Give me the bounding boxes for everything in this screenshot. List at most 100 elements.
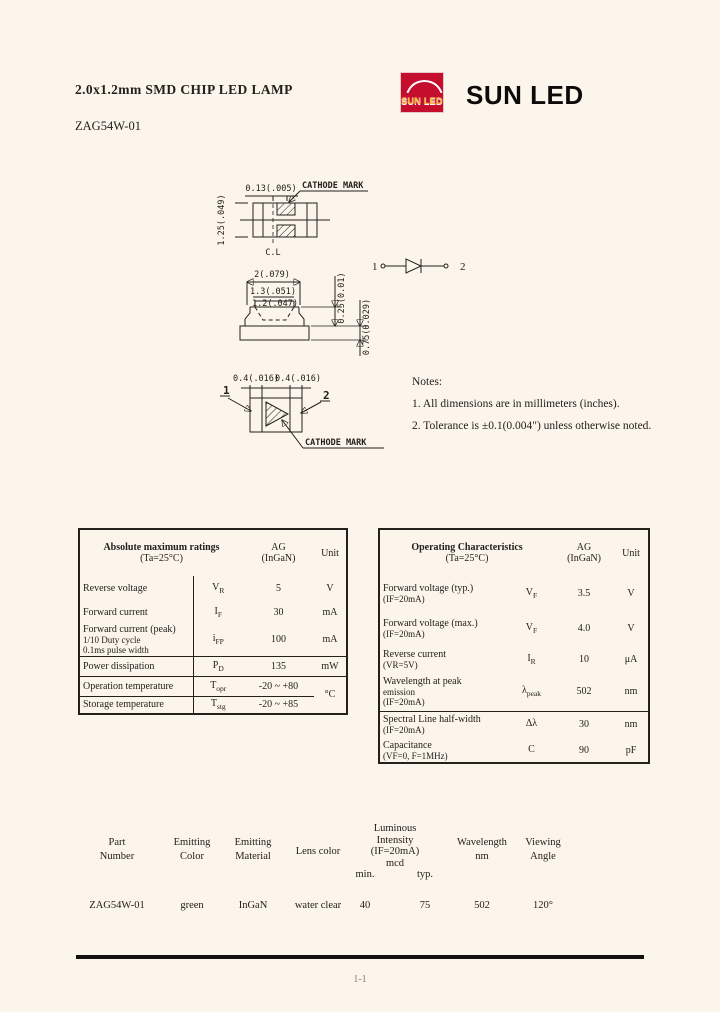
abs-max-table: Absolute maximum ratings (Ta=25°C) AG (I… (78, 528, 348, 715)
value: 502 (576, 686, 592, 698)
abs-table-condition: (Ta=25°C) (140, 553, 183, 564)
abs-unit-header: Unit (321, 547, 339, 559)
param-label: Forward current (83, 606, 148, 618)
param-condition: (IF=20mA) (383, 697, 425, 708)
selection-header-material: Emitting Material (234, 837, 272, 862)
selection-header-luminous: Luminous Intensity (IF=20mA) mcd (370, 823, 420, 869)
symbol: Δλ (525, 718, 538, 730)
op-header-row: Operating Characteristics (Ta=25°C) AG (… (379, 529, 649, 576)
symbol: V (525, 622, 534, 633)
footer-rule (76, 955, 644, 959)
symbol: C (528, 743, 535, 755)
param-label: Capacitance (383, 739, 432, 751)
param-label: Wavelength at peak (383, 676, 462, 688)
selection-value-iv-typ: 75 (419, 900, 431, 911)
param-condition: (VR=5V) (383, 660, 418, 670)
symbol: V (525, 587, 534, 598)
value: 3.5 (577, 588, 591, 599)
note-line: 1. All dimensions are in millimeters (in… (412, 398, 620, 410)
param-label: Storage temperature (83, 699, 164, 711)
table-row: Forward current IF 30 mA (79, 601, 347, 623)
selection-value-angle: 120° (533, 900, 553, 911)
dim-label-mid-width: 1.3(.051) (250, 287, 296, 297)
param-condition: emission (383, 687, 416, 698)
unit: pF (625, 744, 637, 756)
side-view-drawing: 2(.079) 1.3(.051) 1.2(.047) 0.25(0.01) 0… (239, 270, 372, 356)
param-label: Reverse voltage (83, 583, 148, 594)
table-row: Wavelength at peak emission (IF=20mA) λp… (379, 673, 649, 711)
param-condition: (IF=20mA) (383, 629, 425, 639)
op-unit-header: Unit (622, 547, 640, 559)
notes-heading: Notes: (412, 376, 443, 388)
param-label: Spectral Line half-width (383, 714, 481, 726)
unit: mW (314, 655, 347, 676)
selection-header-lens: Lens color (295, 846, 341, 857)
dim-label-outer-width: 2(.079) (254, 270, 290, 280)
op-table-title: Operating Characteristics (411, 542, 523, 553)
param-label: Forward voltage (max.) (383, 618, 478, 629)
value: 4.0 (577, 623, 591, 634)
cathode-mark-label: CATHODE MARK (302, 181, 364, 191)
sunled-logo-icon: SUN LED (400, 72, 444, 113)
selection-header-min: min. (355, 869, 375, 880)
table-row: Power dissipation PD 135 mW (79, 655, 347, 676)
symbol: I (527, 653, 531, 664)
logo-badge-text: SUN LED (401, 96, 443, 106)
op-grade-header: AG (576, 542, 592, 553)
selection-header-color: Emitting Color (173, 837, 211, 862)
page-title: 2.0x1.2mm SMD CHIP LED LAMP (75, 82, 293, 97)
selection-value-lens: water clear (294, 900, 342, 911)
selection-header-wavelength: Wavelength nm (457, 837, 507, 862)
symbol: T (210, 698, 217, 710)
notes: Notes: 1. All dimensions are in millimet… (412, 376, 704, 442)
top-view-drawing: 0.13(.005) CATHODE MARK C.L 1.25(.049) (217, 181, 368, 258)
selection-header-part: Part Number (99, 837, 135, 862)
operating-table: Operating Characteristics (Ta=25°C) AG (… (378, 528, 650, 764)
op-grade-sub: (InGaN) (567, 553, 601, 564)
selection-value-part: ZAG54W-01 (89, 900, 145, 911)
unit: μA (624, 654, 638, 665)
circuit-pin1-label: 1 (372, 261, 378, 273)
unit: °C (314, 675, 347, 714)
param-condition: 0.1ms pulse width (83, 644, 149, 655)
table-row: Forward voltage (typ.) (IF=20mA) VF 3.5 … (379, 576, 649, 611)
selection-value-wavelength: 502 (474, 900, 490, 911)
symbol: T (210, 679, 217, 691)
param-condition: (IF=20mA) (383, 594, 425, 604)
brand-name: SUN LED (466, 80, 584, 110)
table-row: Forward current (peak) 1/10 Duty cycle 0… (79, 623, 347, 656)
selection-header-angle: Viewing Angle (525, 837, 561, 862)
table-row: Capacitance (VF=0, F=1MHz) C 90 pF (379, 738, 649, 763)
symbol: i (212, 632, 216, 644)
dim-label-top-gap: 0.13(.005) (245, 184, 296, 194)
symbol: λ (521, 685, 527, 697)
table-row: Reverse voltage VR 5 V (79, 576, 347, 601)
centerline-label: C.L (265, 248, 280, 258)
symbol: I (214, 605, 218, 617)
cathode-mark-label-bottom: CATHODE MARK (305, 438, 367, 448)
dim-label-height: 1.25(.049) (217, 194, 227, 245)
unit: V (627, 623, 635, 634)
page-number: 1-1 (353, 974, 367, 985)
dim-label-lower-height: 0.75(0.029) (362, 299, 372, 355)
pad1-label: 1 (223, 384, 230, 397)
symbol: V (212, 582, 220, 593)
unit: nm (624, 686, 638, 698)
table-row: Spectral Line half-width (IF=20mA) Δλ 30… (379, 710, 649, 738)
dim-label-pad-right: 0.4(.016) (275, 374, 321, 384)
param-condition: (VF=0, F=1MHz) (383, 750, 448, 761)
unit: V (627, 588, 635, 599)
value: 100 (271, 633, 286, 645)
symbol: P (212, 659, 219, 671)
unit: mA (322, 606, 338, 618)
note-line: 2. Tolerance is ±0.1(0.004") unless othe… (412, 420, 652, 432)
value: 90 (579, 744, 589, 756)
value: 30 (273, 606, 284, 618)
param-condition: 1/10 Duty cycle (83, 634, 141, 645)
abs-header-row: Absolute maximum ratings (Ta=25°C) AG (I… (79, 529, 347, 576)
value: 135 (243, 655, 314, 676)
unit: V (326, 583, 334, 594)
param-label: Forward voltage (typ.) (383, 583, 474, 594)
table-row: Reverse current (VR=5V) IR 10 μA (379, 646, 649, 673)
